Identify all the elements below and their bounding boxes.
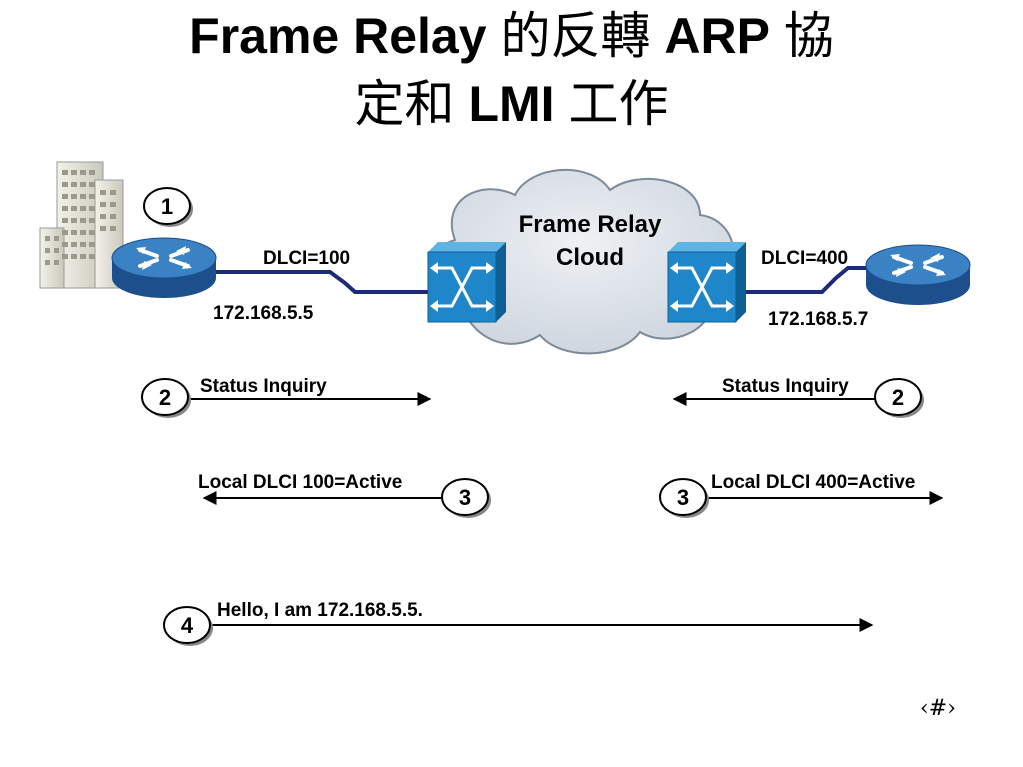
step-2-right-number: 2 <box>892 385 904 410</box>
status-inquiry-left-label: Status Inquiry <box>200 376 327 397</box>
left-router-icon <box>111 237 217 298</box>
right-ip-label: 172.168.5.7 <box>768 309 868 330</box>
right-router-icon <box>865 244 971 305</box>
hello-label: Hello, I am 172.168.5.5. <box>217 600 423 621</box>
title-frame-relay: Frame Relay <box>189 8 487 64</box>
step-3-left-badge: 3 <box>441 478 491 518</box>
title-cjk-1: 的反轉 <box>500 7 651 65</box>
left-dlci-label: DLCI=100 <box>263 248 350 269</box>
right-serial-link <box>743 266 874 294</box>
right-frame-relay-switch-icon <box>667 242 746 323</box>
title-cjk-2: 協 <box>783 7 834 65</box>
step-3-left-number: 3 <box>459 485 471 510</box>
step-2-left-badge: 2 <box>141 378 191 418</box>
left-frame-relay-switch-icon <box>427 242 506 323</box>
title-arp: ARP <box>664 8 770 64</box>
local-dlci-right-label: Local DLCI 400=Active <box>711 472 915 493</box>
building-icon <box>39 161 124 289</box>
title-lmi: LMI <box>468 76 555 132</box>
step-4-number: 4 <box>181 613 194 638</box>
slide-title-line1: Frame Relay 的反轉 ARP 協 <box>0 4 1023 68</box>
step-2-right-badge: 2 <box>874 378 924 418</box>
step-4-badge: 4 <box>163 606 213 646</box>
status-inquiry-right-label: Status Inquiry <box>722 376 849 397</box>
title-cjk-4: 工作 <box>568 75 669 133</box>
right-dlci-label: DLCI=400 <box>761 248 848 269</box>
step-3-right-number: 3 <box>677 485 689 510</box>
step-2-left-number: 2 <box>159 385 171 410</box>
step-1-number: 1 <box>161 194 173 219</box>
step-3-right-badge: 3 <box>659 478 709 518</box>
step-1-badge: 1 <box>143 187 193 227</box>
left-ip-label: 172.168.5.5 <box>213 303 314 324</box>
cloud-label-line2: Cloud <box>556 244 624 271</box>
title-cjk-3: 定和 <box>354 75 455 133</box>
slide-title-line2: 定和 LMI 工作 <box>0 72 1023 136</box>
local-dlci-left-label: Local DLCI 100=Active <box>198 472 402 493</box>
left-serial-link <box>208 270 430 294</box>
cloud-label-line1: Frame Relay <box>519 211 662 238</box>
slide-number: ‹#› <box>920 696 957 721</box>
